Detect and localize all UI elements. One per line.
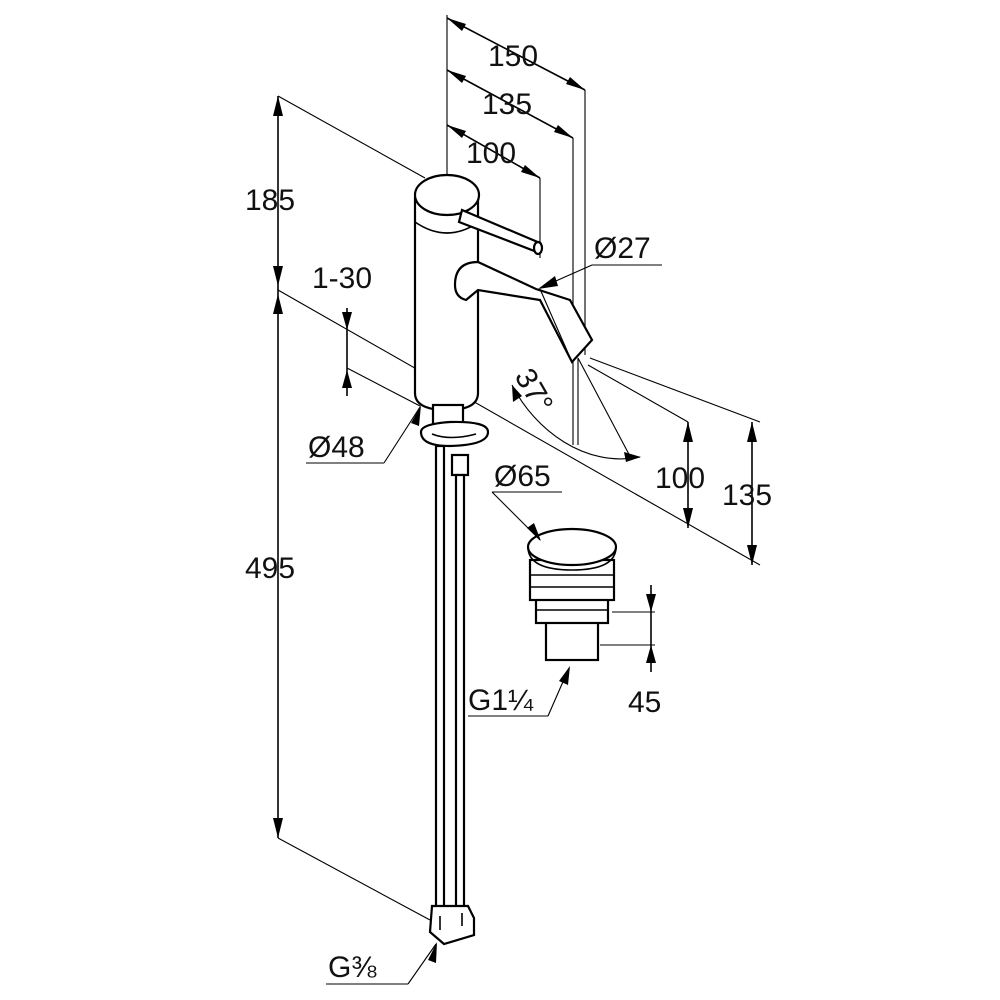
dim-135-top: 135 (482, 88, 532, 121)
dim-1-30: 1-30 (312, 262, 372, 295)
drain-waste (526, 527, 618, 662)
dim-185: 185 (245, 184, 295, 217)
dim-diameter-65: Ø65 (494, 460, 551, 493)
dim-100-top: 100 (466, 137, 516, 170)
dim-45: 45 (628, 686, 661, 719)
dim-37-degree: 37° (508, 363, 559, 419)
dim-135-right: 135 (722, 479, 772, 512)
leader-lines (306, 264, 662, 985)
mounting-and-hose (419, 403, 490, 946)
drain-dimension-lines (600, 585, 656, 672)
top-dimension-lines (446, 15, 586, 445)
thread-g1-1-4: G1¼ (468, 684, 534, 717)
dim-150: 150 (488, 40, 538, 73)
left-dimension-lines (273, 95, 761, 921)
faucet-body (413, 173, 594, 412)
dim-495: 495 (245, 552, 295, 585)
dim-100-right: 100 (655, 462, 705, 495)
right-dimension-lines (587, 357, 761, 565)
dim-diameter-27: Ø27 (594, 232, 651, 265)
dim-diameter-48: Ø48 (308, 431, 365, 464)
thread-g3-8: G⅜ (328, 951, 377, 984)
angle-dimension (511, 357, 641, 462)
